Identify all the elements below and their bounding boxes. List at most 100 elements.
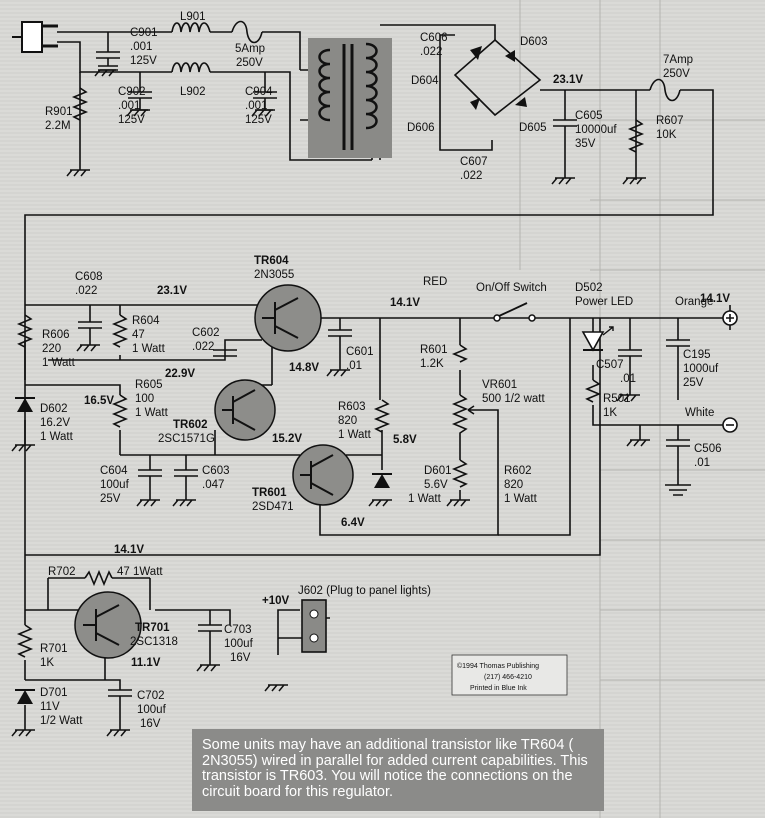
label-c606-value: .022 xyxy=(420,46,442,58)
label-d602-watt: 1 Watt xyxy=(40,431,74,443)
label-c603: C603 xyxy=(202,465,230,477)
label-j602: J602 (Plug to panel lights) xyxy=(298,585,431,597)
transistor-tr601-icon xyxy=(292,444,354,506)
label-power-led: Power LED xyxy=(575,296,633,308)
label-d602: D602 xyxy=(40,403,68,415)
transformer-icon xyxy=(308,38,392,158)
label-c605: C605 xyxy=(575,110,603,122)
label-d502: D502 xyxy=(575,282,603,294)
label-r601-value: 1.2K xyxy=(420,358,444,370)
label-voltage-15-2: 15.2V xyxy=(272,433,302,445)
regulator-note: Some units may have an additional transi… xyxy=(192,729,604,811)
label-r605: R605 xyxy=(135,379,163,391)
label-l901: L901 xyxy=(180,11,206,23)
label-c904-voltage: 125V xyxy=(245,114,272,126)
panel-light-plug-j602-icon xyxy=(278,599,327,653)
label-voltage-23-1-top: 23.1V xyxy=(553,74,583,86)
label-d701-watt: 1/2 Watt xyxy=(40,715,83,727)
capacitor-c901-icon xyxy=(96,51,120,71)
label-r603-value: 820 xyxy=(338,415,357,427)
label-r901-value: 2.2M xyxy=(45,120,71,132)
label-r607: R607 xyxy=(656,115,684,127)
label-c608-value: .022 xyxy=(75,285,97,297)
capacitor-c902-icon xyxy=(128,72,152,111)
label-c702-value: 100uf xyxy=(137,704,167,716)
label-r702: R702 xyxy=(48,566,76,578)
inductor-l902-icon xyxy=(171,62,211,73)
output-terminal-white-icon xyxy=(722,417,738,433)
stamp-phone-line: (217) 466-4210 xyxy=(484,674,532,681)
label-c195-voltage: 25V xyxy=(683,377,704,389)
label-d605: D605 xyxy=(519,122,547,134)
label-c603-value: .047 xyxy=(202,479,224,491)
zener-d602-icon xyxy=(15,397,35,412)
label-c601: C601 xyxy=(346,346,374,358)
ac-plug-icon xyxy=(12,21,58,53)
label-tr604: TR604 xyxy=(254,255,289,267)
label-fuse1-volt: 250V xyxy=(236,57,263,69)
label-r606-watt: 1 Watt xyxy=(42,357,76,369)
label-l902: L902 xyxy=(180,86,206,98)
label-c901-value: .001 xyxy=(130,41,152,53)
label-d603: D603 xyxy=(520,36,548,48)
label-voltage-14-1-out: 14.1V xyxy=(700,293,730,305)
label-r603-watt: 1 Watt xyxy=(338,429,372,441)
fuse-7amp-icon xyxy=(649,78,681,102)
label-d701-value: 11V xyxy=(40,701,60,713)
resistor-r901-icon xyxy=(71,87,89,121)
label-tr602-type: 2SC1571G xyxy=(158,433,215,445)
label-r603: R603 xyxy=(338,401,366,413)
label-c507: C507 xyxy=(596,359,624,371)
label-r606-value: 220 xyxy=(42,343,61,355)
power-led-d502-icon xyxy=(581,326,614,352)
label-tr701-type: 2SC1318 xyxy=(130,636,178,648)
label-c902-voltage: 125V xyxy=(118,114,145,126)
label-voltage-11-1: 11.1V xyxy=(131,657,161,669)
label-c604-value: 100uf xyxy=(100,479,130,491)
stamp-copyright-line: ©1994 Thomas Publishing xyxy=(457,662,539,670)
label-tr601-type: 2SD471 xyxy=(252,501,294,513)
potentiometer-vr601-icon xyxy=(451,394,478,440)
label-c607: C607 xyxy=(460,156,488,168)
label-c605-voltage: 35V xyxy=(575,138,596,150)
label-orange-wire: Orange xyxy=(675,296,713,308)
label-c904: C904 xyxy=(245,86,273,98)
label-r601: R601 xyxy=(420,344,448,356)
label-d601-watt: 1 Watt xyxy=(408,493,442,505)
label-c195: C195 xyxy=(683,349,711,361)
transistor-tr701-icon xyxy=(74,591,142,659)
label-r501: R501 xyxy=(603,393,631,405)
label-c507-value: .01 xyxy=(620,373,636,385)
label-d604: D604 xyxy=(411,75,439,87)
label-voltage-14-8: 14.8V xyxy=(289,362,319,374)
zener-d601-icon xyxy=(372,473,392,488)
label-r604: R604 xyxy=(132,315,160,327)
label-r901: R901 xyxy=(45,106,73,118)
label-c904-value: .001 xyxy=(245,100,267,112)
label-r501-value: 1K xyxy=(603,407,617,419)
on-off-switch-icon[interactable] xyxy=(493,302,536,322)
label-c195-value: 1000uf xyxy=(683,363,719,375)
label-voltage-22-9: 22.9V xyxy=(165,368,195,380)
label-r607-value: 10K xyxy=(656,129,677,141)
label-c703-value: 100uf xyxy=(224,638,254,650)
transistor-tr604-icon xyxy=(254,284,322,352)
label-vr601: VR601 xyxy=(482,379,517,391)
label-on-off-switch: On/Off Switch xyxy=(476,282,547,294)
label-c901-voltage: 125V xyxy=(130,55,157,67)
label-r701-value: 1K xyxy=(40,657,54,669)
label-r701: R701 xyxy=(40,643,68,655)
zener-d701-icon xyxy=(15,689,35,704)
label-r602-watt: 1 Watt xyxy=(504,493,538,505)
label-c602: C602 xyxy=(192,327,220,339)
label-voltage-14-1-lower: 14.1V xyxy=(114,544,144,556)
label-d701: D701 xyxy=(40,687,68,699)
label-c703-voltage: 16V xyxy=(230,652,251,664)
label-tr604-type: 2N3055 xyxy=(254,269,294,281)
label-c605-value: 10000uf xyxy=(575,124,617,136)
inductor-l901-icon xyxy=(171,22,211,33)
label-voltage-23-1-mid: 23.1V xyxy=(157,285,187,297)
stamp-printed-line: Printed in Blue Ink xyxy=(470,685,527,692)
